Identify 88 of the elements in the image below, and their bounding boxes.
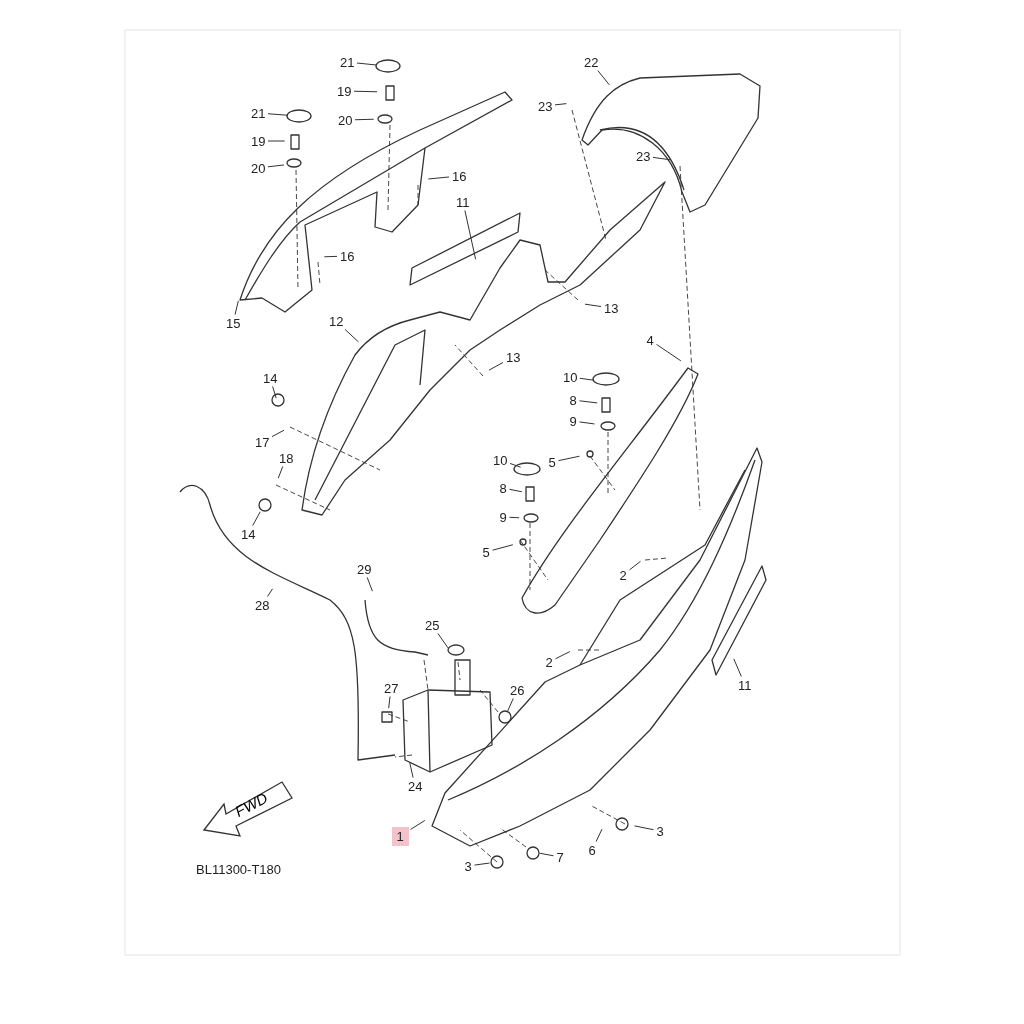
callout-number: 9 — [568, 413, 578, 429]
leader-line — [597, 70, 610, 86]
leader-line — [656, 343, 682, 362]
leader-line — [353, 90, 378, 93]
callout-number: 23 — [537, 98, 554, 114]
leader-line — [267, 140, 286, 142]
leader-line — [388, 696, 391, 709]
callout-number: 8 — [498, 480, 508, 496]
callout-number: 27 — [383, 680, 400, 696]
leader-line — [579, 421, 595, 425]
callout-number: 21 — [250, 105, 267, 121]
callout-number: 17 — [254, 434, 271, 450]
leader-line — [344, 329, 359, 343]
callout-number: 3 — [463, 858, 473, 874]
leader-line — [509, 488, 523, 493]
callout-number: 3 — [655, 823, 665, 839]
leader-line — [267, 113, 289, 116]
callout-number: 5 — [481, 544, 491, 560]
leader-line — [492, 544, 514, 551]
leader-line — [629, 560, 641, 571]
callout-number: 14 — [240, 526, 257, 542]
callout-number: 13 — [603, 300, 620, 316]
leader-line — [272, 386, 277, 399]
callout-number: 5 — [547, 454, 557, 470]
callout-number: 10 — [492, 452, 509, 468]
callout-number: 20 — [337, 112, 354, 128]
arrow-label: FWD — [232, 789, 271, 820]
leader-line — [634, 825, 654, 831]
leader-line — [539, 852, 554, 857]
leader-line — [474, 862, 490, 866]
callout-number: 1 — [391, 826, 409, 846]
callout-number: 21 — [339, 54, 356, 70]
callout-number: 4 — [645, 332, 655, 348]
callout-number: 25 — [424, 617, 441, 633]
callout-number: 26 — [509, 682, 526, 698]
leader-line — [555, 651, 571, 660]
callout-number: 9 — [498, 509, 508, 525]
leader-line — [323, 255, 338, 258]
callout-number: 19 — [250, 133, 267, 149]
callout-number: 23 — [635, 148, 652, 164]
callout-number: 28 — [254, 597, 271, 613]
leader-line — [366, 577, 373, 592]
leader-line — [267, 588, 273, 597]
leader-line — [733, 658, 742, 677]
callout-number: 14 — [262, 370, 279, 386]
callout-number: 15 — [225, 315, 242, 331]
leader-line — [652, 156, 671, 161]
leader-line — [507, 698, 514, 712]
leader-line — [554, 103, 567, 106]
leader-line — [437, 633, 449, 649]
callout-number: 24 — [407, 778, 424, 794]
leader-line — [271, 429, 285, 438]
leader-line — [579, 377, 594, 381]
callout-number: 2 — [618, 567, 628, 583]
leader-line — [464, 210, 477, 260]
leader-line — [427, 176, 450, 180]
leader-line — [584, 303, 602, 308]
leader-line — [509, 516, 520, 519]
callout-number: 22 — [583, 54, 600, 70]
leader-line — [409, 762, 414, 778]
leader-line — [234, 300, 239, 315]
callout-number: 16 — [339, 248, 356, 264]
leader-line — [410, 820, 426, 830]
leader-line — [277, 466, 284, 479]
callout-number: 11 — [737, 677, 753, 693]
callout-number: 7 — [555, 849, 565, 865]
callout-number: 29 — [356, 561, 373, 577]
leader-line — [356, 62, 377, 66]
leader-line — [354, 118, 375, 121]
callout-number: 20 — [250, 160, 267, 176]
leader-line — [267, 164, 285, 168]
callout-number: 12 — [328, 313, 345, 329]
leader-line — [558, 455, 580, 462]
callout-number: 11 — [455, 194, 471, 210]
leader-line — [579, 400, 598, 404]
drawing-number: BL11300-T180 — [196, 862, 282, 877]
callout-number: 16 — [451, 168, 468, 184]
leader-line — [595, 828, 603, 842]
callout-number: 2 — [544, 654, 554, 670]
leader-line — [252, 511, 261, 526]
callout-number: 8 — [568, 392, 578, 408]
callout-number: 13 — [505, 349, 522, 365]
callout-number: 18 — [278, 450, 295, 466]
leader-line — [509, 462, 522, 468]
callout-number: 19 — [336, 83, 353, 99]
callout-number: 10 — [562, 369, 579, 385]
leader-line — [488, 362, 504, 371]
callout-number: 6 — [587, 842, 597, 858]
